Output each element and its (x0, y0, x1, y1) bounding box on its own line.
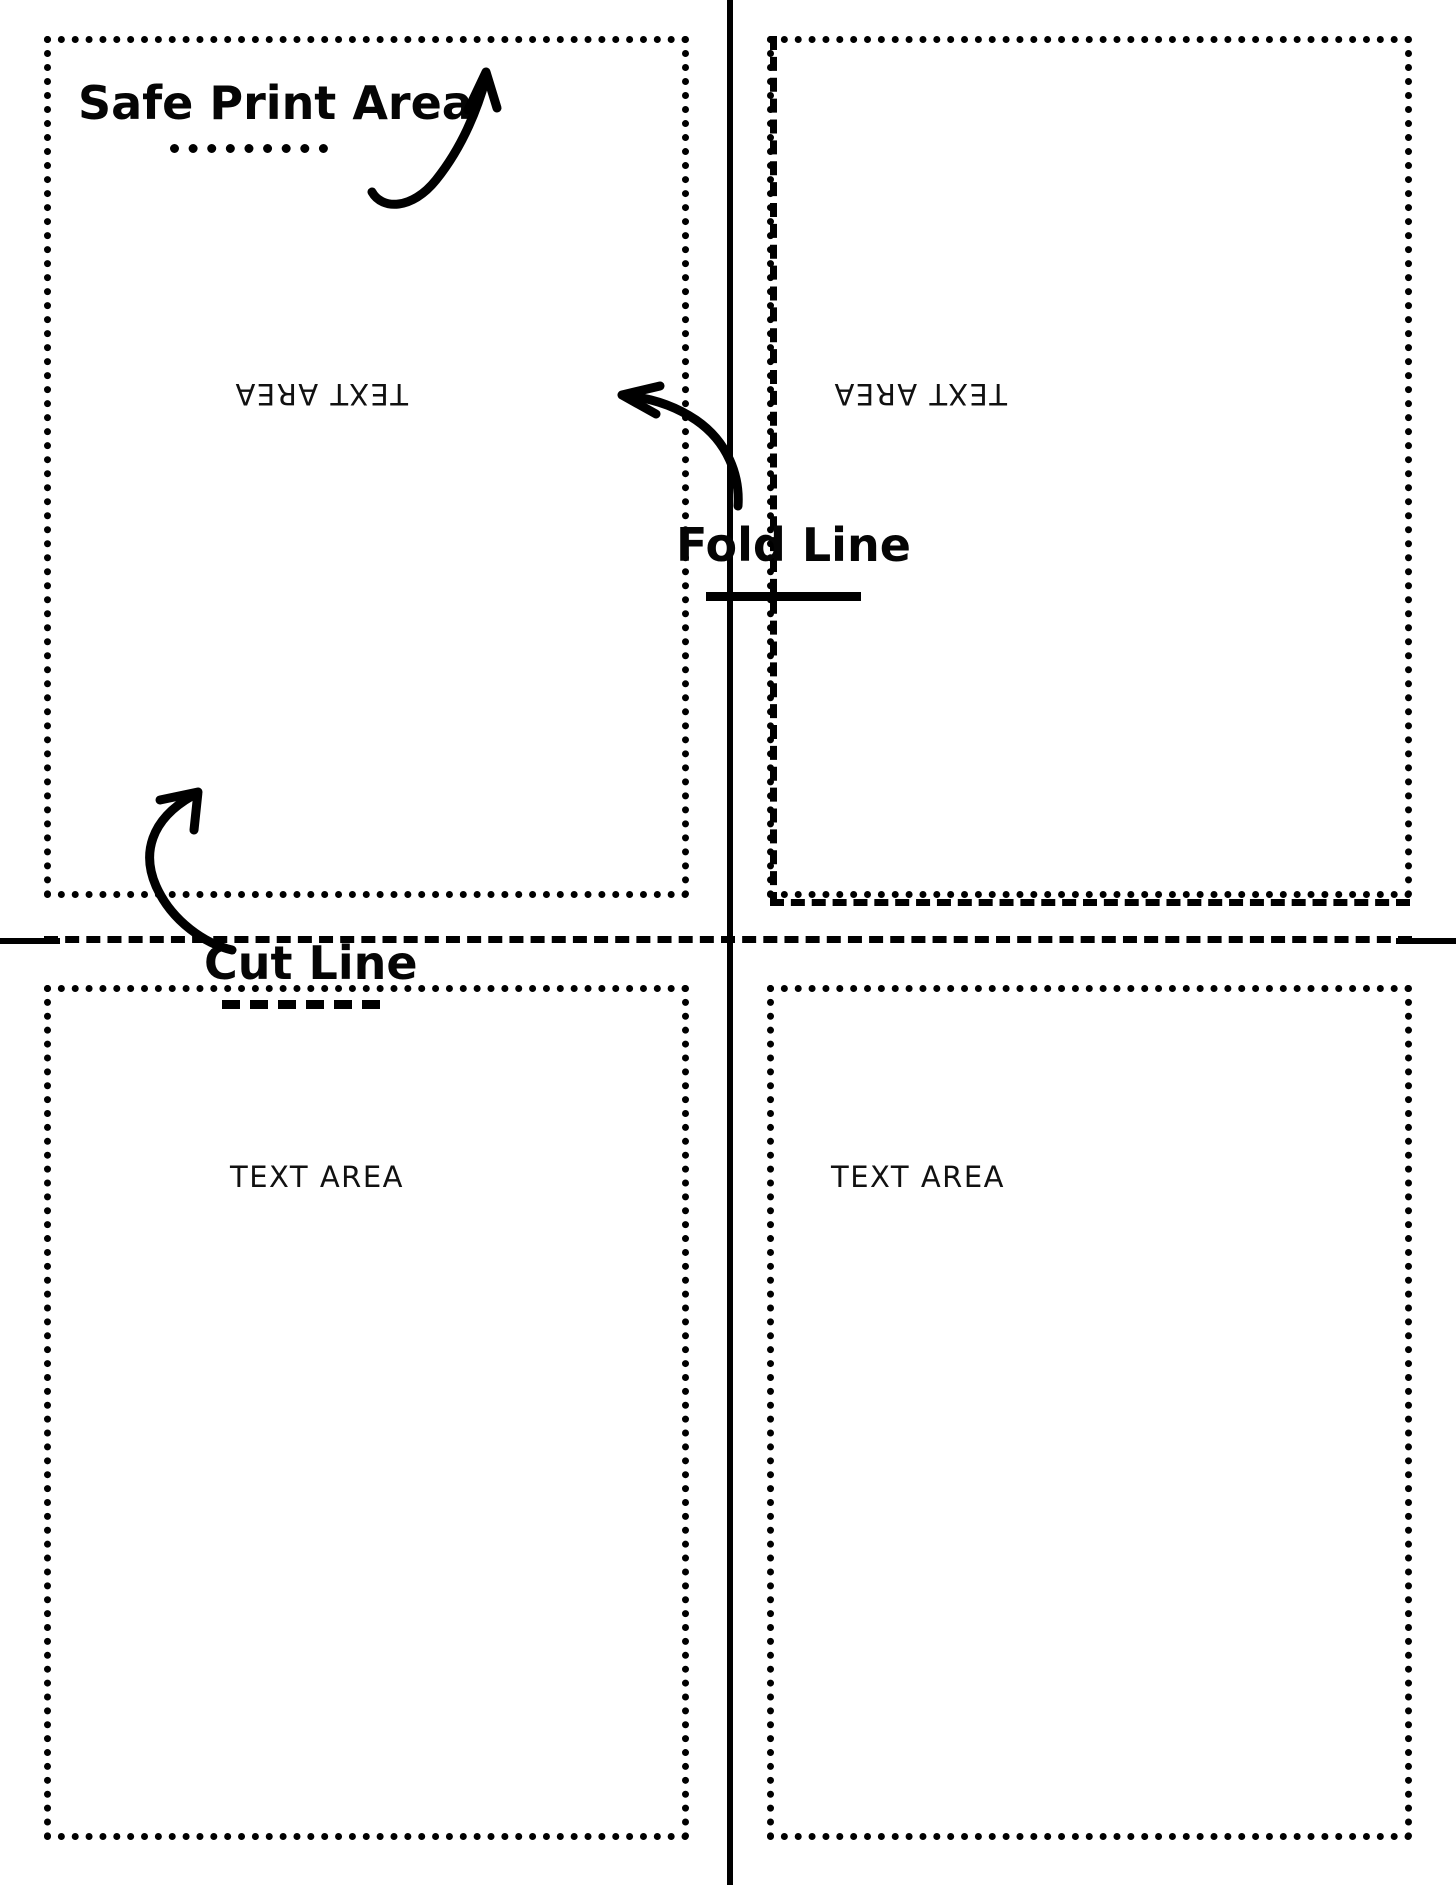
safe-print-area-box-bottom-right (767, 985, 1412, 1840)
solid-line-swatch (706, 592, 861, 601)
dashed-line-swatch (222, 1000, 380, 1009)
safe-print-area-box-top-right (767, 36, 1412, 898)
fold-line-callout-label: Fold Line (676, 518, 911, 572)
text-area-label-bottom-right: TEXT AREA (831, 1160, 1005, 1194)
text-area-label-top-right: TEXT AREA (833, 377, 1007, 411)
text-area-label-top-left: TEXT AREA (234, 377, 408, 411)
dotted-line-swatch (170, 144, 328, 153)
safe-print-area-box-top-left (44, 36, 689, 898)
registration-line-horizontal-right (1396, 938, 1456, 944)
safe-print-area-box-bottom-left (44, 985, 689, 1840)
fold-line-horizontal (770, 899, 1410, 906)
registration-line-vertical (727, 0, 733, 1885)
registration-line-horizontal-left (0, 938, 60, 944)
safe-print-area-callout-label: Safe Print Area (78, 76, 473, 130)
text-area-label-bottom-left: TEXT AREA (230, 1160, 404, 1194)
cut-line-callout-label: Cut Line (204, 936, 418, 990)
fold-line-vertical (770, 36, 777, 906)
